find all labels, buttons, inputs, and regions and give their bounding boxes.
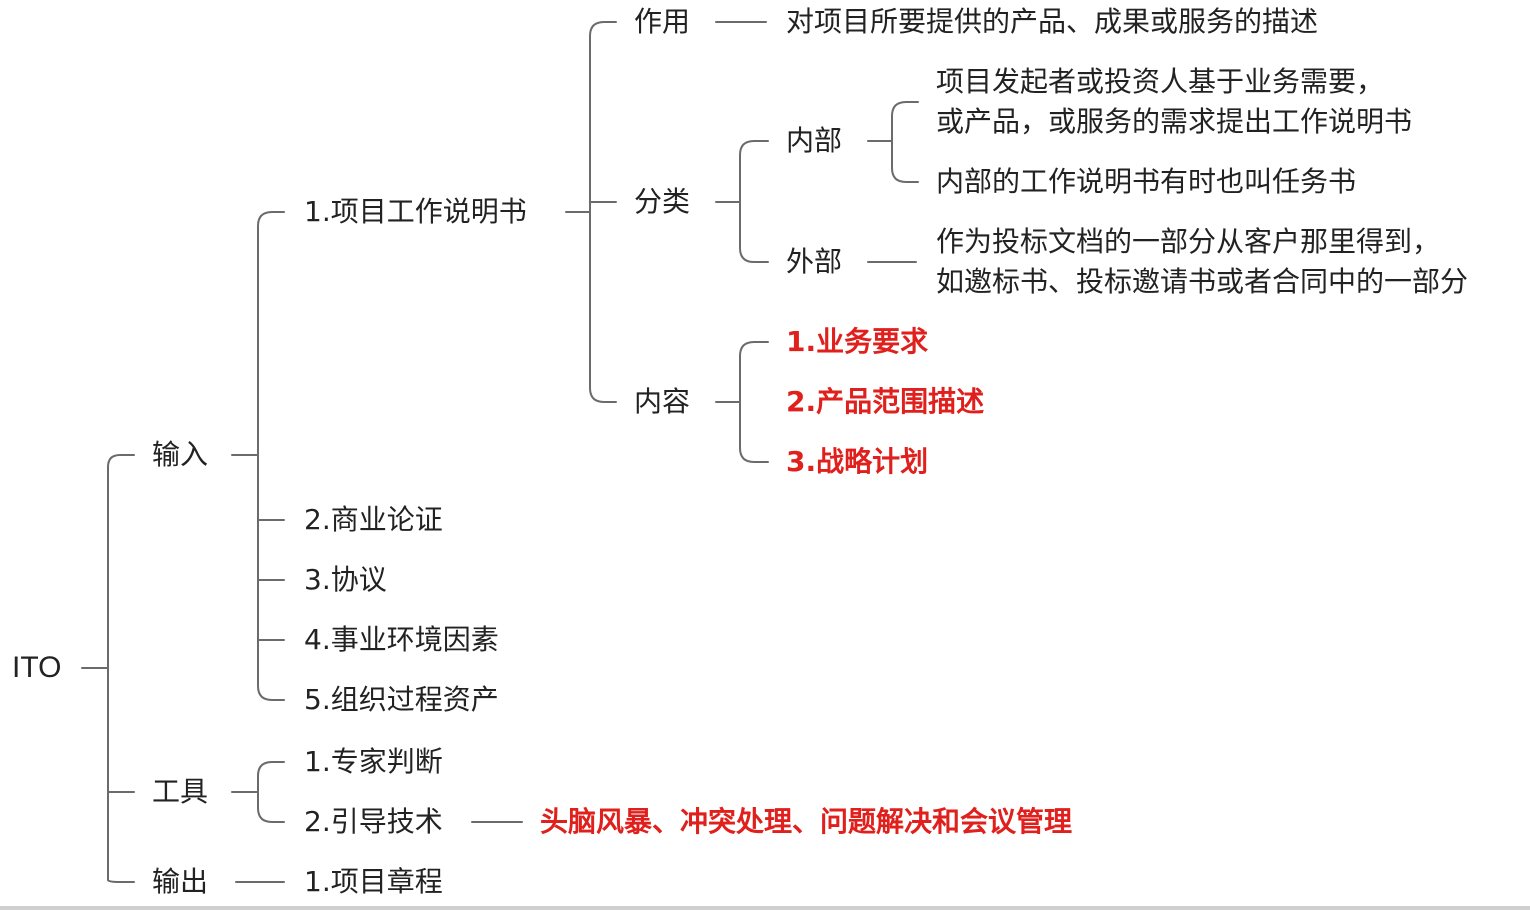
tool-item: 2.引导技术: [304, 805, 443, 838]
content-item: 2.产品范围描述: [786, 385, 985, 418]
external-desc-line-2: 如邀标书、投标邀请书或者合同中的一部分: [936, 265, 1469, 298]
input-item: 5.组织过程资产: [304, 683, 499, 716]
internal-desc-1-line-2: 或产品，或服务的需求提出工作说明书: [936, 105, 1413, 138]
connector-root: [81, 454, 135, 883]
classification-node: 分类: [634, 185, 691, 218]
inputs-node: 输入: [152, 438, 209, 471]
connector-inputs: [231, 211, 285, 701]
purpose-desc: 对项目所要提供的产品、成果或服务的描述: [786, 5, 1319, 38]
tools-node: 工具: [152, 775, 209, 808]
content-node: 内容: [634, 385, 691, 418]
purpose-node: 作用: [634, 5, 691, 38]
input-item: 2.商业论证: [304, 503, 443, 536]
outputs-node: 输出: [152, 865, 209, 898]
internal-desc-1: 项目发起者或投资人基于业务需要， 或产品，或服务的需求提出工作说明书: [936, 62, 1412, 142]
sow-node: 1.项目工作说明书: [304, 195, 527, 228]
output-item: 1.项目章程: [304, 865, 443, 898]
connector-classification: [715, 140, 769, 263]
tool-item: 1.专家判断: [304, 745, 443, 778]
connector-internal: [867, 101, 919, 183]
content-item: 1.业务要求: [786, 325, 929, 358]
external-node: 外部: [786, 245, 843, 278]
input-item: 4.事业环境因素: [304, 623, 499, 656]
input-item: 3.协议: [304, 563, 387, 596]
external-desc-line-1: 作为投标文档的一部分从客户那里得到，: [936, 225, 1441, 258]
root-node: ITO: [12, 651, 62, 684]
content-item: 3.战略计划: [786, 445, 929, 478]
internal-node: 内部: [786, 124, 843, 157]
external-desc: 作为投标文档的一部分从客户那里得到， 如邀标书、投标邀请书或者合同中的一部分: [936, 222, 1468, 302]
facilitation-detail: 头脑风暴、冲突处理、问题解决和会议管理: [540, 805, 1073, 838]
internal-desc-1-line-1: 项目发起者或投资人基于业务需要，: [936, 65, 1385, 98]
connector-content: [715, 341, 769, 463]
bottom-divider: [0, 906, 1530, 910]
internal-desc-2: 内部的工作说明书有时也叫任务书: [936, 165, 1357, 198]
connector-tools: [231, 761, 285, 823]
connector-sow: [565, 21, 617, 403]
